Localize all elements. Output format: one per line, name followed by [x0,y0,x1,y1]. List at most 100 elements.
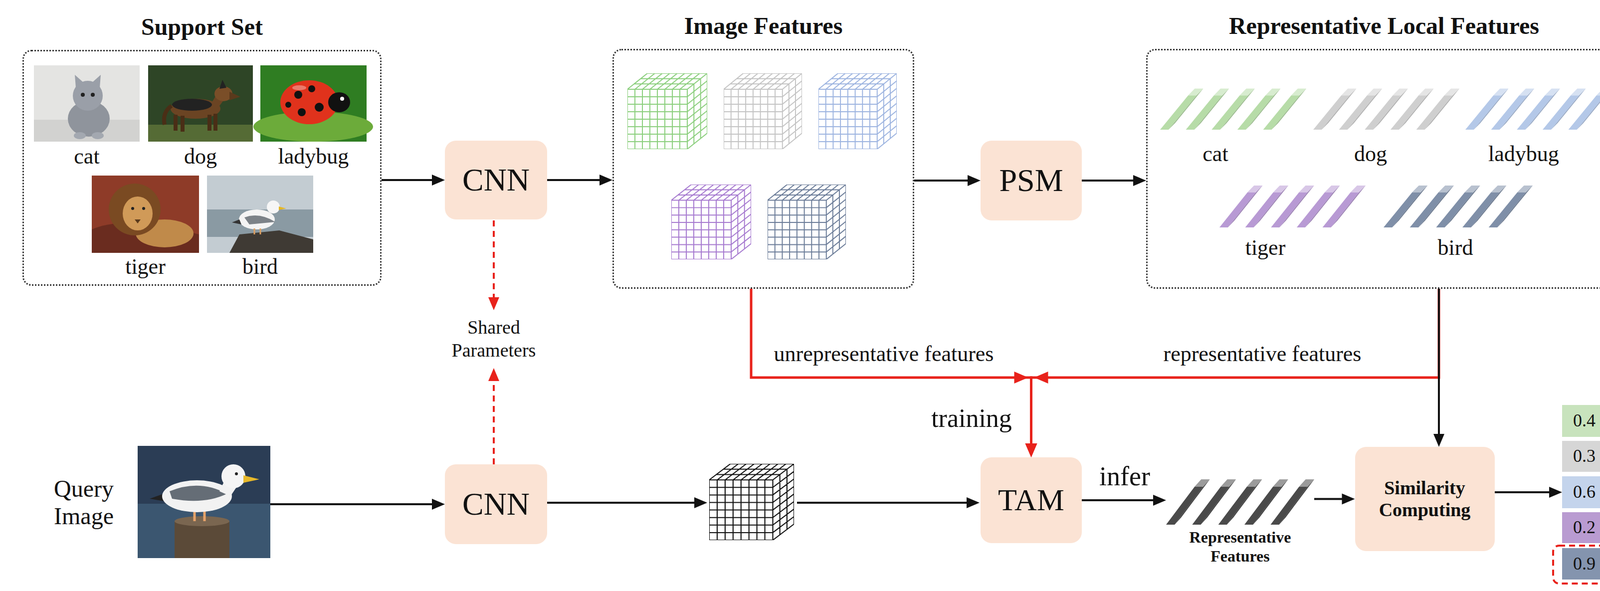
feature-bars: ladybug [1465,86,1583,168]
module-box: CNN [444,464,548,545]
arrowhead [1025,443,1038,458]
image-caption: ladybug [1465,141,1583,168]
query-photo [221,464,246,489]
connector-line [381,179,434,182]
query-label: Query Image [48,474,119,530]
feature-bars [1219,185,1366,228]
image-caption: bird [1383,234,1528,262]
query-photo [137,445,271,559]
module-box: CNN [444,140,548,220]
annotation-label: Shared Parameters [441,316,547,362]
feature-bars: cat [1160,86,1271,168]
connector [1081,494,1167,506]
connector-line [751,288,1032,446]
query-photo [162,480,232,513]
query-photo [174,516,230,527]
connector [547,174,613,186]
shared-parameter-arrow [488,297,500,311]
ladybug-photo [285,101,292,108]
connector-line [1081,499,1156,502]
arrowhead [1034,371,1049,384]
box-label: TAM [998,482,1065,518]
feature-bars [1383,185,1533,228]
query-image: Query Image [48,445,271,559]
feature-bars: tiger [1219,183,1312,262]
image-thumbnail: cat [33,65,140,171]
ladybug-photo [308,85,316,93]
connector [1314,493,1356,505]
box-label: PSM [999,162,1063,200]
flow-arrow [966,497,980,509]
image-caption: bird [206,253,314,281]
cat-photo [90,92,95,97]
score-bar: 0.6 [1562,476,1600,509]
arrowhead [1342,493,1356,505]
edge-label: infer [1096,460,1154,493]
gull-photo [266,200,280,214]
connector-line [547,179,602,182]
connector-line [1314,498,1345,501]
score-value: 0.9 [1573,554,1596,575]
image-caption: ladybug [260,143,367,171]
arrowhead [431,174,445,186]
ladybug-photo [292,85,307,91]
cat-photo [74,74,101,88]
dog-photo [148,65,253,142]
group-heading: Image Features [613,11,913,41]
score-bar: 0.2 [1562,512,1600,544]
ladybug-photo [253,65,374,142]
cat-photo [33,65,140,142]
flow-arrow [797,501,968,504]
gull-photo [206,209,314,237]
image-thumbnail: bird [206,175,314,281]
connector-line [1494,491,1552,494]
connector [270,498,445,510]
module-box: Similarity Computing [1355,446,1495,552]
feature-bars [1313,88,1460,130]
gull-photo [231,219,242,225]
dog-photo [172,98,212,111]
image-thumbnail: tiger [91,175,200,281]
score-value: 0.2 [1573,517,1596,538]
query-photo [174,521,230,559]
image-thumbnail: dog [148,65,253,171]
image-caption: cat [1160,141,1271,168]
query-photo [169,485,227,502]
dog-photo [175,113,216,132]
flow-arrow [547,497,980,509]
image-thumbnail: ladybug [260,65,367,171]
dog-photo [229,91,241,101]
feature-bars: dog [1313,86,1428,168]
image-caption: cat [33,143,140,171]
dotted-group-box: Representative Local Featurescatdogladyb… [1146,48,1600,289]
ladybug-photo [328,92,351,113]
connector-line [1437,288,1440,436]
lion-photo [91,175,200,253]
arrowhead [599,174,613,186]
image-caption: dog [148,143,253,171]
query-photo [243,475,260,483]
lion-photo [108,183,161,236]
lion-photo [131,206,135,210]
feature-cube [627,73,897,541]
cat-photo [91,132,104,140]
lion-photo [91,175,200,253]
ladybug-photo [314,102,324,112]
connector [1494,486,1563,498]
module-box: TAM [980,457,1082,544]
flow-arrow [694,497,708,509]
dog-photo [164,105,172,125]
feature-bars [1465,88,1600,130]
gull-photo [206,175,314,253]
dog-photo [219,79,227,89]
feature-cube [709,463,795,541]
score-value: 0.3 [1573,446,1596,467]
score-value: 0.4 [1573,410,1596,431]
arrowhead [967,175,981,187]
dog-photo [148,124,253,142]
image-caption: tiger [91,253,200,281]
arrowhead [431,498,445,510]
feature-cube [818,73,897,150]
module-box: PSM [980,140,1082,221]
